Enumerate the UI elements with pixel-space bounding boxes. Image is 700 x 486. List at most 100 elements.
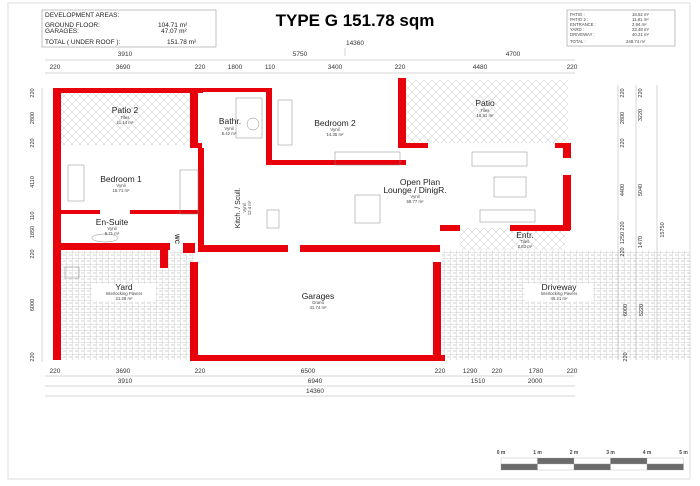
room-finish: Vynil: [410, 194, 419, 199]
dimension-label: 1800: [228, 64, 243, 71]
dimension-label: 220: [30, 249, 36, 258]
yard-pavers: [60, 250, 195, 360]
room-name: Bathr.: [219, 116, 241, 126]
wall-segment: [130, 210, 200, 214]
dimension-label: 3910: [118, 378, 133, 385]
external-area-value: 23.48 m²: [632, 27, 650, 32]
room-name: Driveway: [542, 282, 578, 292]
wall-segment: [198, 245, 288, 252]
dimension-label: 3690: [116, 368, 131, 375]
entrance-tiles: [460, 228, 565, 250]
wall-segment: [398, 143, 428, 148]
external-area-value: 18.52 m²: [632, 12, 650, 17]
room-finish: Vynil: [107, 226, 116, 231]
external-area-label: YARD :: [570, 27, 584, 32]
dimension-label: 110: [30, 212, 36, 221]
wall-segment: [190, 88, 198, 148]
room-open-plan: Open Plan Lounge / DinigR. Vynil 58.77 m…: [383, 177, 446, 204]
room-name: Open Plan: [400, 177, 440, 187]
dimension-label: 220: [50, 64, 61, 71]
wall-segment: [398, 78, 406, 148]
room-finish: Grano: [312, 300, 325, 305]
external-area-value: 11.81 m²: [632, 17, 649, 22]
wall-segment: [205, 88, 235, 92]
scale-segment: [610, 457, 648, 465]
scale-segment: [537, 457, 575, 465]
patio2-tiles: [60, 90, 195, 145]
room-finish: Vynil: [242, 203, 247, 212]
dimension-label: 220: [30, 88, 36, 97]
room-driveway: Driveway Interlocking Pavers 40.21 m²: [525, 282, 593, 301]
dimension-label: 1510: [471, 378, 486, 385]
room-finish: Tiles: [121, 115, 130, 120]
room-name: Patio: [475, 98, 495, 108]
external-total-value: 248.74 m²: [626, 39, 646, 44]
ground-floor-label: GROUND FLOOR:: [45, 22, 100, 29]
scale-segment: [646, 463, 684, 471]
wall-segment: [183, 243, 195, 253]
wall-segment: [53, 88, 61, 360]
dimension-label: 5220: [639, 304, 645, 316]
wall-segment: [198, 148, 204, 246]
wall-segment: [190, 355, 445, 361]
wall-segment: [563, 143, 571, 158]
external-area-label: ENTRANCE :: [570, 22, 596, 27]
room-area: 14.35 m²: [327, 132, 345, 137]
total-under-roof-label: TOTAL ( UNDER ROOF ):: [45, 39, 121, 46]
external-area-label: PATIO 2 :: [570, 17, 588, 22]
dimension-label: 4700: [506, 51, 521, 58]
wall-segment: [190, 262, 198, 360]
patio-tiles: [403, 80, 568, 143]
room-patio: Patio Tiles 18.31 m²: [475, 98, 495, 118]
dimension-label: 220: [638, 88, 644, 97]
room-name-2: Lounge / DinigR.: [383, 185, 446, 195]
scale-segment: [573, 457, 611, 465]
external-total-label: TOTAL :: [570, 39, 586, 44]
room-name: Bedroom 2: [314, 118, 356, 128]
dimension-label: 2000: [528, 378, 543, 385]
dimension-label: 220: [567, 368, 578, 375]
scale-segment: [500, 463, 538, 471]
dimension-label: 6000: [623, 304, 629, 316]
wall-segment: [60, 210, 100, 214]
garages-value: 47.07 m²: [161, 28, 187, 35]
dimension-label: 220: [30, 352, 36, 361]
scale-segment: [646, 457, 684, 465]
dimension-label: 3220: [638, 109, 644, 121]
dimension-label: 6500: [301, 368, 316, 375]
room-kitchen: Kitch. / Scull. Vynil 12.4 m²: [235, 188, 252, 229]
dimension-label: 4400: [620, 184, 626, 196]
room-area: 5.71 m²: [105, 231, 120, 236]
room-area: 2.83 m²: [518, 244, 533, 249]
total-under-roof-value: 151.78 m²: [167, 39, 197, 46]
room-name: En-Suite: [96, 217, 129, 227]
garages-label: GARAGES:: [45, 28, 79, 35]
room-en-suite: En-Suite Vynil 5.71 m²: [96, 217, 129, 236]
dimension-label: 3400: [328, 64, 343, 71]
dimension-label: 220: [567, 64, 578, 71]
dimension-label: 1780: [529, 368, 544, 375]
scale-label: 5 m: [679, 450, 688, 456]
room-bathroom: Bathr. Vynil 5.42 m²: [219, 116, 241, 136]
external-area-value: 40.21 m²: [632, 32, 650, 37]
room-yard: Yard Interlocking Pavers 21.28 m²: [92, 282, 156, 301]
dimension-label: 220: [395, 64, 406, 71]
external-area-value: 2.94 m²: [632, 22, 647, 27]
ground-floor-value: 104.71 m²: [158, 22, 188, 29]
dimension-label: 1850: [30, 226, 36, 238]
dimension-label: 220: [50, 368, 61, 375]
dimension-label: 3690: [116, 64, 131, 71]
dimension-label: 6940: [308, 378, 323, 385]
dimension-label: 220: [492, 368, 503, 375]
wall-segment: [433, 262, 441, 360]
dimension-label: 5040: [638, 184, 644, 196]
guide-lines: [41, 48, 658, 397]
room-finish: Interlocking Pavers: [106, 291, 143, 296]
room-name: Bedroom 1: [100, 174, 142, 184]
scale-label: 1 m: [533, 450, 542, 456]
room-finish: Tiles: [521, 239, 530, 244]
wall-segment: [190, 143, 202, 148]
